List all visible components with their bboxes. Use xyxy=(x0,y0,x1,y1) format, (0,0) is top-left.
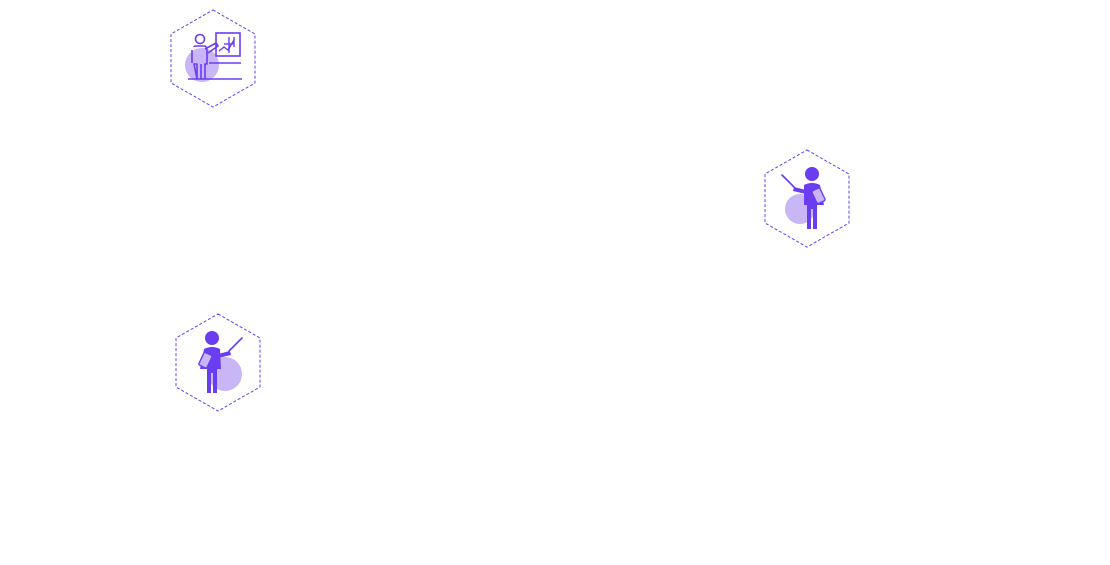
dashed-hexagon-frame xyxy=(170,9,256,108)
teacher-with-pointer-icon xyxy=(198,331,243,393)
teacher-pointer-right-badge xyxy=(173,313,263,413)
teacher-with-pointer-icon xyxy=(781,167,826,229)
teacher-with-chart-icon xyxy=(185,32,242,82)
teacher-pointer-left-badge xyxy=(762,149,852,249)
dashed-hexagon-frame xyxy=(764,149,850,248)
teacher-chart-badge xyxy=(168,9,258,109)
dashed-hexagon-frame xyxy=(175,313,261,412)
